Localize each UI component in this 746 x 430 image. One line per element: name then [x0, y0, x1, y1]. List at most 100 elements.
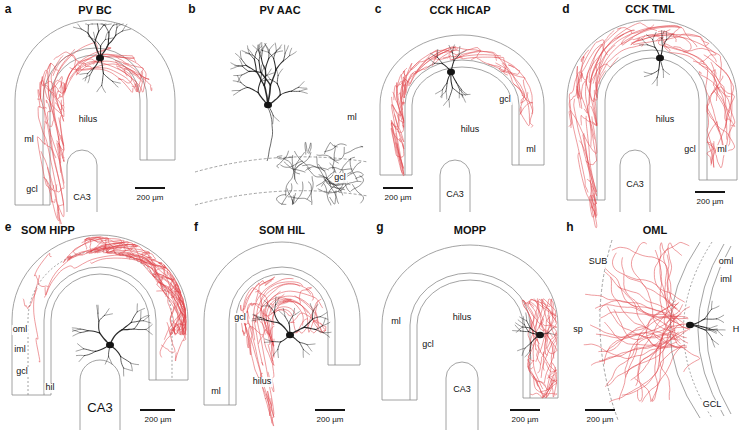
panel-title: CCK HICAP	[428, 4, 491, 16]
dendrite	[253, 315, 261, 318]
dendrite	[293, 312, 300, 316]
axon-fiber	[283, 159, 299, 174]
dendrite	[663, 70, 669, 75]
region-label: ml	[716, 145, 728, 155]
dendrite	[444, 99, 449, 105]
axon-fiber	[538, 382, 551, 392]
dendrite	[84, 349, 96, 352]
dendrite	[113, 81, 119, 87]
dendrite	[278, 342, 281, 350]
region-outline	[15, 20, 175, 205]
region-outline	[382, 245, 558, 400]
axon-fiber	[514, 84, 528, 103]
axon-fiber	[400, 47, 455, 110]
region-label: gcl	[683, 145, 697, 155]
dendrite	[283, 308, 285, 316]
dendrite	[146, 325, 152, 330]
dendrite	[273, 350, 278, 356]
dendrite	[270, 306, 275, 312]
dendrite	[98, 313, 99, 321]
region-outline	[567, 200, 605, 201]
axon-fiber	[287, 189, 293, 204]
dendrite	[662, 31, 664, 39]
dendrite	[520, 317, 527, 321]
axon-fiber	[34, 253, 51, 286]
dendrite	[80, 73, 88, 74]
axon-fiber	[251, 304, 295, 316]
axon-fiber	[534, 377, 553, 398]
axon-fiber	[45, 244, 138, 295]
dendrite	[644, 72, 652, 74]
ca3-outline	[446, 362, 478, 430]
region-label: hilus	[460, 125, 481, 135]
region-outline	[512, 165, 544, 166]
outlines	[12, 20, 737, 430]
region-outline	[417, 280, 523, 400]
dendrite	[131, 312, 137, 322]
region-label: gcl	[233, 313, 247, 323]
axon-fiber	[64, 54, 136, 95]
dendrite	[459, 46, 461, 54]
region-label: iml	[719, 275, 733, 285]
axon-fiber	[452, 52, 522, 96]
dendrite	[275, 43, 276, 51]
dendrite	[103, 74, 112, 82]
axon-fiber	[699, 72, 727, 140]
axon-fiber	[44, 143, 64, 192]
dendrite	[134, 319, 141, 329]
dendrite	[261, 58, 265, 69]
axon-fiber	[327, 183, 350, 186]
axon-fiber	[353, 185, 364, 203]
dendrite	[247, 46, 249, 54]
region-outline	[597, 50, 707, 200]
dendrite	[78, 24, 81, 29]
axon-fiber	[308, 143, 311, 154]
axon-fiber	[263, 302, 288, 325]
dendrite	[141, 315, 148, 319]
panel-title: PV AAC	[258, 4, 301, 16]
axon-fiber	[589, 31, 614, 83]
dendrite	[652, 70, 659, 74]
dendrite	[117, 24, 123, 27]
region-outline	[405, 60, 519, 175]
region-label: oml	[718, 257, 735, 267]
axon-fiber	[656, 37, 704, 64]
dendrite	[313, 317, 321, 319]
axon-fiber	[255, 294, 284, 322]
axon-fiber	[160, 303, 178, 357]
axon-fiber	[58, 118, 64, 173]
panel-title: PV BC	[77, 4, 113, 16]
dendrite	[99, 315, 105, 321]
dendrite	[705, 318, 717, 319]
axon-fiber	[712, 70, 730, 122]
dendrite	[661, 38, 663, 46]
axon-fiber	[535, 299, 545, 349]
region-label: CA3	[445, 190, 465, 200]
dendrite	[233, 91, 240, 96]
dendrite	[105, 357, 108, 364]
dendrite	[113, 24, 120, 26]
dendrite	[653, 40, 655, 48]
dendrite	[98, 321, 100, 333]
dendrite	[522, 348, 525, 355]
dendrite	[441, 90, 443, 98]
soma	[286, 332, 294, 339]
dendrite	[124, 368, 132, 370]
dendrite	[460, 90, 466, 95]
dendrite	[254, 52, 256, 60]
dendrite	[657, 78, 658, 86]
dendrite	[312, 311, 314, 319]
dendrite	[247, 87, 258, 92]
axon-fiber	[116, 64, 149, 80]
region-label: CA3	[452, 385, 472, 395]
scale-bar	[510, 409, 540, 411]
dendrite	[262, 79, 270, 80]
region-label: ml	[525, 145, 537, 155]
axon-fiber	[546, 332, 557, 354]
dendrite	[272, 116, 274, 124]
dendrite	[717, 315, 724, 319]
dendrite	[92, 24, 98, 25]
region-outline	[523, 398, 558, 399]
